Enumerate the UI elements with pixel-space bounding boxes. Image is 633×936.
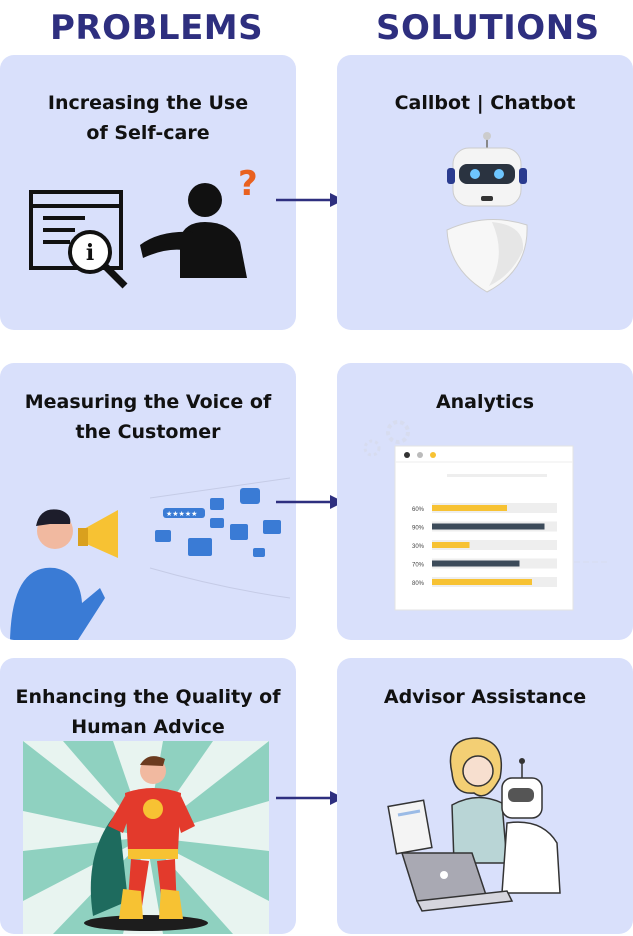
bar [432,505,507,511]
arrow-1 [276,193,344,207]
svg-text:?: ? [238,164,258,204]
analytics-dashboard-icon: 60% 90% 30% 70% 80% [363,420,607,611]
svg-text:★★★★★: ★★★★★ [166,510,197,518]
solution-title: Advisor Assistance [383,686,587,708]
solution-title: Callbot | Chatbot [394,92,576,114]
problem-card-self-care: Increasing the Use of Self-care i ? [0,55,296,330]
advisor-robot-icon [387,737,561,912]
svg-text:i: i [86,240,94,266]
bar [432,560,520,567]
bar-label: 70% [412,563,425,569]
problem-card-voice-of-customer: Measuring the Voice of the Customer ★★★★… [0,363,296,640]
bar-label: 30% [412,544,425,550]
problem-card-human-advice: Enhancing the Quality of Human Advice [0,658,296,934]
solutions-heading: SOLUTIONS [376,8,600,48]
solution-card-chatbot: Callbot | Chatbot [337,55,633,330]
arrow-3 [276,791,344,805]
solution-card-analytics: Analytics 60% 90% 30% 70% 80% [337,363,633,640]
problem-title: Increasing the Use of Self-care [47,92,249,144]
bar-track [432,540,557,550]
robot-icon [446,132,528,293]
bar-label: 80% [412,581,425,587]
problem-title: Enhancing the Quality of Human Advice [15,686,281,738]
bar-label: 60% [412,507,425,513]
problem-title: Measuring the Voice of the Customer [24,391,272,443]
bar [432,523,545,530]
problems-heading: PROBLEMS [50,8,264,48]
bar-label: 90% [412,526,425,532]
bar [432,579,532,585]
megaphone-person-icon: ★★★★★ [10,477,291,640]
solution-title: Analytics [435,391,535,413]
bar [432,542,470,548]
solution-card-advisor-assistance: Advisor Assistance [337,658,633,934]
superhero-icon [23,741,269,934]
arrow-2 [276,495,344,509]
self-care-help-icon: i ? [29,164,258,289]
